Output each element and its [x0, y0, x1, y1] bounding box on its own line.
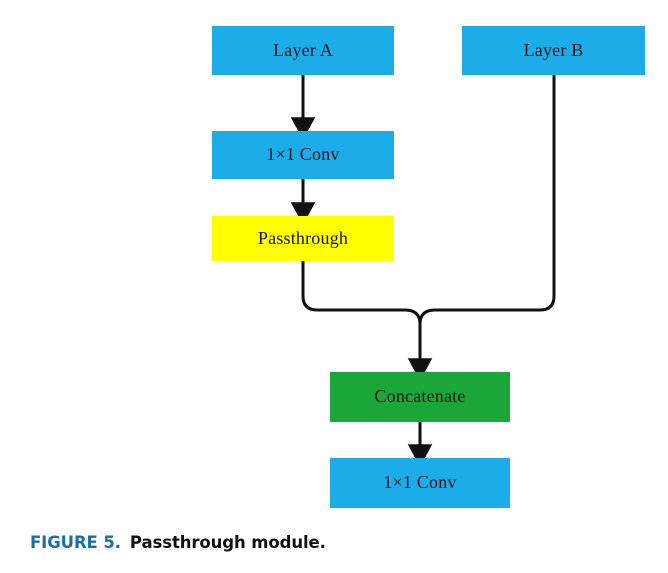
- edge-passthrough-to-merge: [301, 261, 422, 336]
- node-layer-b-label: Layer B: [523, 39, 584, 60]
- diagram-edges-canvas: [290, 75, 556, 468]
- node-conv-top[interactable]: 1×1 Conv: [212, 131, 394, 179]
- node-concatenate[interactable]: Concatenate: [330, 372, 510, 422]
- node-conv-bottom-label: 1×1 Conv: [383, 472, 457, 493]
- node-conv-bottom[interactable]: 1×1 Conv: [330, 458, 510, 508]
- node-layer-a[interactable]: Layer A: [212, 26, 394, 75]
- node-concatenate-label: Concatenate: [374, 386, 466, 407]
- figure-caption-text: Passthrough module.: [129, 533, 326, 552]
- edge-layer-b-to-merge: [418, 75, 556, 336]
- node-conv-top-label: 1×1 Conv: [266, 144, 340, 165]
- node-layer-a-label: Layer A: [273, 39, 333, 60]
- node-layer-b[interactable]: Layer B: [462, 26, 645, 75]
- figure-caption-label: FIGURE 5.: [30, 533, 121, 552]
- figure-caption: FIGURE 5. Passthrough module.: [30, 533, 326, 552]
- node-passthrough[interactable]: Passthrough: [212, 216, 394, 261]
- node-passthrough-label: Passthrough: [257, 227, 349, 248]
